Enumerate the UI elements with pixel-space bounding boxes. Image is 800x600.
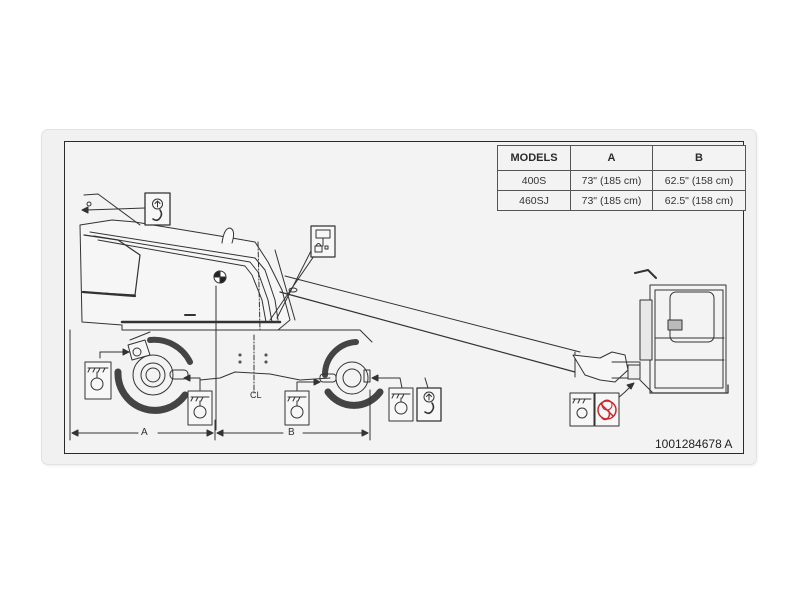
table-row: 460SJ 73" (185 cm) 62.5" (158 cm): [497, 190, 746, 211]
turntable-body: [79, 193, 291, 431]
boom-lock-icon: [310, 225, 336, 258]
dimension-lines: [69, 329, 371, 441]
tie-down-icon: [187, 390, 213, 426]
lift-point-hook-icon: [144, 192, 171, 226]
table-row: 400S 73" (185 cm) 62.5" (158 cm): [497, 170, 746, 191]
model-cell: 400S: [497, 170, 571, 191]
dimension-a-label: A: [141, 427, 148, 438]
dimension-b-cell: 62.5" (158 cm): [652, 190, 746, 211]
header-b: B: [652, 145, 746, 171]
platform-tie-down-icon: [569, 392, 595, 427]
tie-down-icon: [84, 361, 112, 400]
table-header-row: MODELS A B: [497, 145, 746, 171]
dimension-b-label: B: [288, 427, 295, 438]
chassis: CL: [129, 329, 373, 400]
dimension-a-cell: 73" (185 cm): [570, 170, 653, 191]
model-cell: 460SJ: [497, 190, 571, 211]
part-number: 1001284678 A: [655, 437, 733, 451]
dimension-a-cell: 73" (185 cm): [570, 190, 653, 211]
header-a: A: [570, 145, 653, 171]
header-models: MODELS: [497, 145, 571, 171]
models-table: MODELS A B 400S 73" (185 cm) 62.5" (158 …: [497, 145, 746, 211]
dimension-b-cell: 62.5" (158 cm): [652, 170, 746, 191]
front-wheel: [114, 336, 193, 414]
platform-basket: [634, 269, 729, 394]
centerline-label: CL: [250, 390, 262, 400]
tie-down-icon: [284, 390, 310, 426]
tie-down-icon: [388, 387, 414, 422]
rear-wheel: [319, 339, 384, 409]
boom-arm: [269, 239, 641, 383]
lift-point-hook-icon: [416, 387, 442, 422]
no-lift-prohibited-icon: [594, 392, 620, 427]
leader-arrows: [81, 206, 635, 406]
